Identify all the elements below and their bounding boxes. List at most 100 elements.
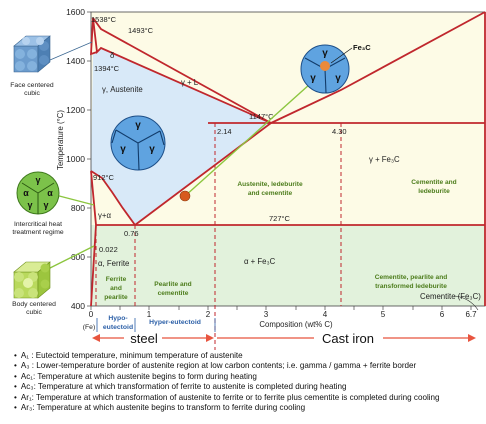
label-hypo-2: eutectoid (103, 324, 133, 331)
label-cementite-fe3c: Cementite (Fe₃C) (420, 292, 481, 301)
x-tick-label: 4 (323, 310, 328, 319)
micro-gamma-8: γ (27, 200, 32, 210)
label-912: 912°C (93, 173, 115, 182)
label-pearlite-cem-2: cementite (158, 290, 189, 297)
y-tick-label: 600 (71, 252, 85, 262)
note-ac3: Ac₃: Temperature at which transformation… (14, 382, 484, 392)
gamma-fe3c-micrograph: γ γ γ Fe₃C (300, 43, 371, 94)
bcc-crystal-icon (13, 261, 51, 299)
micro-alpha-1: α (23, 188, 29, 198)
definitions-list: A₁ : Eutectoid temperature, minimum temp… (14, 351, 484, 413)
x-tick-label: 6.7 (465, 310, 477, 319)
cementite-pointer (454, 295, 479, 311)
x-axis: 0 1 2 3 4 5 6 6.7 (89, 306, 477, 319)
label-bcc-2: cubic (26, 309, 42, 316)
label-cem-pearl-led-2: transformed ledeburite (375, 283, 447, 290)
y-tick-label: 1200 (66, 105, 85, 115)
micro-gamma-7: γ (35, 175, 40, 185)
y-tick-label: 1600 (66, 7, 85, 17)
label-hypo-1: Hypo- (108, 315, 127, 322)
fcc-crystal-icon (13, 35, 51, 73)
note-ac1: Ac₁: Temperature at which austenite begi… (14, 372, 484, 382)
x-axis-title: Composition (wt% C) (259, 320, 333, 329)
micro-gamma-9: γ (43, 200, 48, 210)
label-aus-led-cem-1: Austenite, ledeburite (237, 181, 303, 188)
austenite-micrograph: γ γ γ (110, 115, 166, 171)
label-gamma-alpha: γ+α (98, 211, 111, 220)
label-cem-pearl-led-1: Cementite, pearlite and (375, 274, 448, 281)
micro-alpha-2: α (47, 188, 53, 198)
eutectoid-regions: Hypo- eutectoid Hyper-eutectoid (Fe) (83, 315, 216, 332)
micro-gamma-3: γ (149, 144, 155, 155)
label-delta: δ (110, 51, 115, 60)
label-cem-led-2: ledeburite (418, 188, 450, 195)
delta-region-line (90, 17, 98, 56)
label-cem-led-1: Cementite and (411, 179, 456, 186)
micro-gamma-6: γ (335, 73, 341, 84)
label-bcc-1: Body centered (12, 301, 56, 308)
micro-gamma-2: γ (120, 144, 126, 155)
label-2-14: 2.14 (217, 127, 232, 136)
label-alpha-fe3c: α + Fe₃C (244, 257, 276, 266)
x-tick-label: 3 (264, 310, 269, 319)
label-gamma-fe3c: γ + Fe₃C (369, 155, 400, 164)
label-1147: 1147°C (249, 112, 274, 121)
label-1493: 1493°C (128, 26, 154, 35)
y-axis-title: Temperature (°C) (56, 110, 65, 170)
label-fcc-2: cubic (24, 90, 40, 97)
liquidus-line (92, 17, 272, 124)
label-alpha-ferrite: α, Ferrite (98, 259, 129, 268)
label-fcc-1: Face centered (10, 82, 54, 89)
iron-carbon-phase-diagram: 1600 1400 1200 1000 800 600 400 Temperat… (10, 7, 486, 350)
label-pearlite-cem-1: Pearlite and (154, 281, 191, 288)
label-steel: steel (130, 331, 158, 346)
y-tick-label: 400 (71, 301, 85, 311)
note-a3: A₃ : Lower-temperature border of austeni… (14, 361, 484, 371)
cast-iron-range-arrow: Cast iron (217, 331, 476, 346)
label-ferrite-pearlite-2: and (110, 285, 122, 292)
intercritical-micrograph: γ α α γ γ (16, 171, 60, 215)
composition-dot (179, 190, 191, 202)
label-hyper: Hyper-eutectoid (149, 319, 201, 326)
a3-line (90, 170, 136, 226)
x-tick-label: 6 (440, 310, 445, 319)
austenite-region-fill (91, 48, 271, 225)
composition-markers (95, 123, 342, 350)
label-ferrite-pearlite-3: pearlite (104, 294, 128, 301)
note-ar1: Ar₁: Temperature at which transformation… (14, 393, 484, 403)
label-1394: 1394°C (94, 64, 120, 73)
label-aus-led-cem-2: and cementite (248, 190, 293, 197)
liquidus-line-2 (270, 11, 486, 124)
x-tick-label: 5 (381, 310, 386, 319)
steel-range-arrow: steel (92, 331, 214, 346)
label-intercritical-2: treatment regime (12, 229, 64, 236)
label-ferrite-pearlite-1: Ferrite (106, 276, 127, 283)
x-tick-label: 1 (147, 310, 152, 319)
micro-fe3c: Fe₃C (353, 43, 371, 52)
label-cast-iron: Cast iron (322, 331, 374, 346)
label-1538: 1538°C (91, 15, 117, 24)
y-tick-label: 1000 (66, 154, 85, 164)
label-austenite: γ, Austenite (102, 85, 143, 94)
x-tick-label: 2 (206, 310, 211, 319)
y-tick-label: 800 (71, 203, 85, 213)
micro-gamma-1: γ (135, 120, 141, 131)
label-intercritical-1: Intercritical heat (14, 221, 62, 228)
label-727: 727°C (269, 214, 291, 223)
micro-gamma-4: γ (322, 48, 328, 59)
label-fe: (Fe) (83, 324, 95, 331)
micro-gamma-5: γ (310, 73, 316, 84)
x-tick-label: 0 (89, 310, 94, 319)
note-ar3: Ar₃: Temperature at which austenite begi… (14, 403, 484, 413)
label-4-30: 4.30 (332, 127, 347, 136)
note-a1: A₁ : Eutectoid temperature, minimum temp… (14, 351, 484, 361)
fcc-pointer (49, 41, 93, 61)
phase-boundaries (90, 11, 486, 307)
label-0-022: 0.022 (99, 245, 118, 254)
alpha-fe3c-region-fill (91, 225, 485, 306)
label-0-76: 0.76 (124, 229, 139, 238)
solidus-line (92, 17, 272, 124)
label-gamma-liquid: γ + L (181, 78, 199, 87)
y-tick-label: 1400 (66, 56, 85, 66)
y-axis: 1600 1400 1200 1000 800 600 400 (66, 7, 91, 311)
